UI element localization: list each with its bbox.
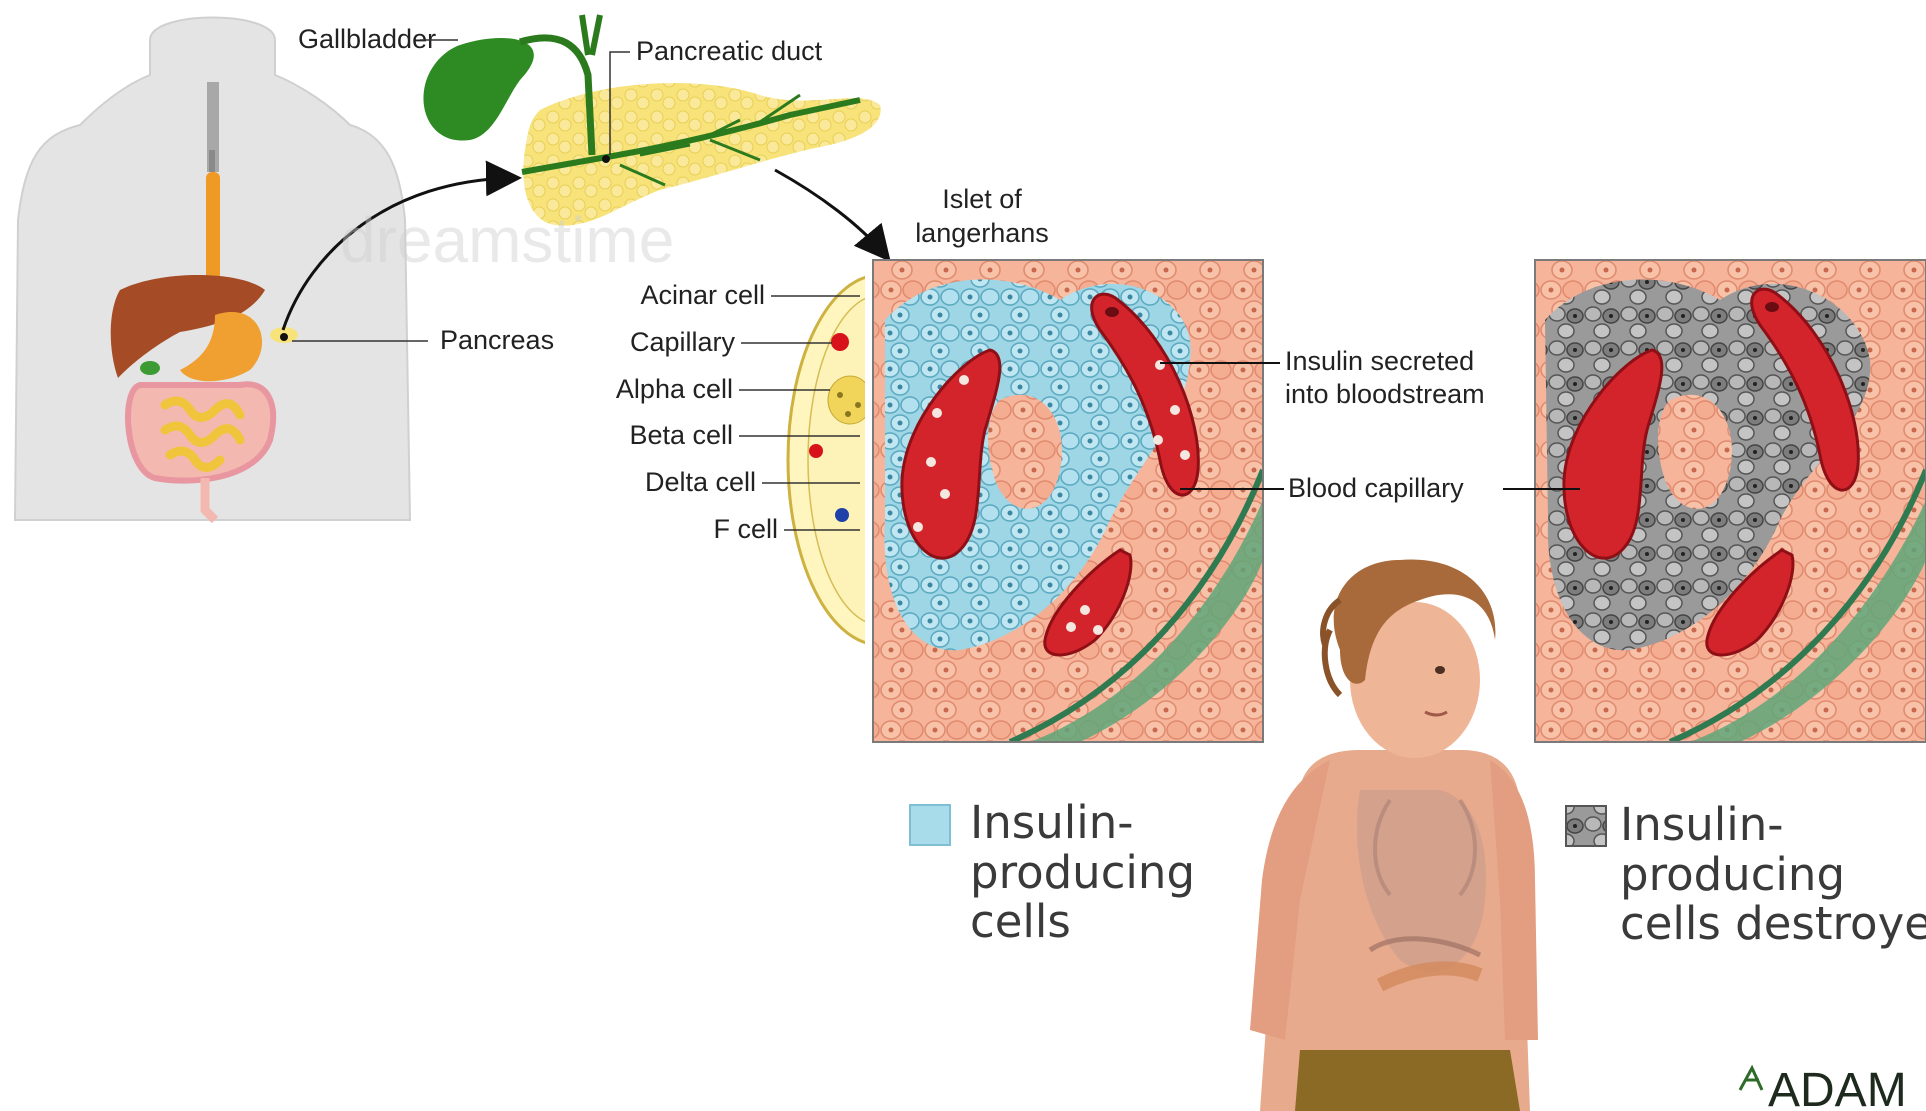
svg-text:cells destroyed: cells destroyed	[1620, 897, 1926, 950]
svg-text:Insulin-: Insulin-	[970, 796, 1134, 849]
svg-text:into bloodstream: into bloodstream	[1285, 379, 1485, 409]
svg-text:langerhans: langerhans	[915, 218, 1049, 248]
label-islet-of-langerhans: Islet of langerhans	[915, 184, 1049, 248]
gallbladder-small	[140, 361, 160, 375]
svg-text:Insulin secreted: Insulin secreted	[1285, 346, 1474, 376]
watermark: dreamstime	[340, 204, 674, 276]
adam-logo: ADAM	[1740, 1064, 1907, 1111]
legend-healthy: Insulin- producing cells	[910, 796, 1195, 948]
esophagus	[206, 172, 220, 292]
child-illustration	[1250, 560, 1538, 1111]
svg-text:Blood capillary: Blood capillary	[1288, 473, 1464, 503]
adam-logo-text: ADAM	[1768, 1064, 1907, 1111]
label-capillary: Capillary	[630, 327, 832, 357]
gallbladder-enlarged	[423, 38, 533, 141]
arrow-pancreas-to-islet	[775, 170, 885, 255]
svg-text:Pancreatic duct: Pancreatic duct	[636, 36, 823, 66]
label-gallbladder: Gallbladder	[298, 24, 458, 54]
svg-text:Insulin-: Insulin-	[1620, 798, 1784, 851]
svg-text:Pancreas: Pancreas	[440, 325, 554, 355]
label-acinar-cell: Acinar cell	[640, 280, 860, 310]
legend-swatch-destroyed-cells	[1566, 806, 1606, 846]
svg-text:Capillary: Capillary	[630, 327, 736, 357]
svg-text:Delta cell: Delta cell	[645, 467, 756, 497]
svg-text:Acinar cell: Acinar cell	[640, 280, 765, 310]
svg-text:Gallbladder: Gallbladder	[298, 24, 436, 54]
svg-text:producing: producing	[1620, 848, 1845, 901]
svg-text:Beta cell: Beta cell	[629, 420, 733, 450]
svg-text:Islet of: Islet of	[942, 184, 1022, 214]
svg-text:F cell: F cell	[713, 514, 778, 544]
svg-text:cells: cells	[970, 895, 1071, 948]
svg-text:producing: producing	[970, 846, 1195, 899]
legend-destroyed: Insulin- producing cells destroyed	[1566, 798, 1926, 950]
legend-swatch-insulin-cells	[910, 805, 950, 845]
svg-text:Alpha cell: Alpha cell	[616, 374, 733, 404]
